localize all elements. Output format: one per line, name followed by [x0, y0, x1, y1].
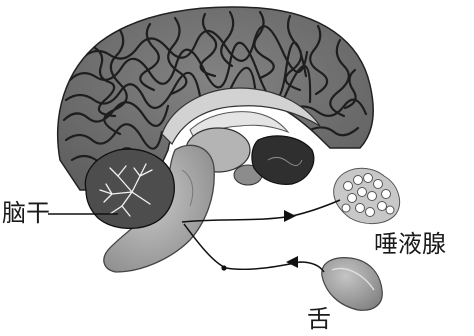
salivary-gland	[334, 168, 400, 223]
label-brainstem: 脑干	[2, 201, 50, 225]
tongue	[322, 258, 382, 311]
afferent-nerve-from-tongue	[184, 224, 324, 272]
label-salivary-gland: 唾液腺	[374, 232, 446, 256]
cerebellum	[85, 149, 174, 228]
synapse-dot	[221, 265, 226, 270]
arrow-to-gland-icon	[284, 210, 296, 222]
arrow-from-tongue-icon	[286, 256, 298, 268]
label-tongue: 舌	[307, 307, 331, 331]
